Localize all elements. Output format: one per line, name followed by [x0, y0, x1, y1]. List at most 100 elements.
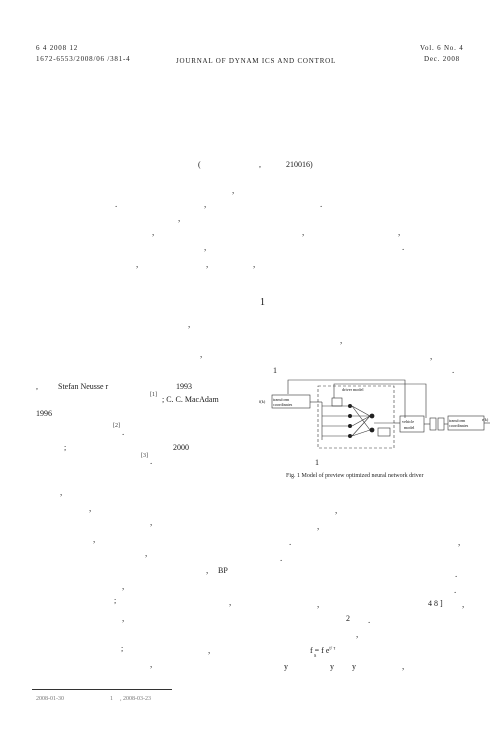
input-neuron	[348, 404, 352, 408]
journal-name: JOURNAL OF DYNAM ICS AND CONTROL	[176, 57, 337, 65]
author-neusser: Stefan Neusse r	[58, 382, 109, 391]
equation-number-2: 2	[346, 614, 350, 623]
figure-input-label: f(k)	[259, 399, 266, 404]
body-punct: ,	[206, 565, 209, 575]
body-punct: ,	[122, 581, 125, 591]
abstract-punct: ,	[302, 227, 305, 237]
hidden-neuron	[369, 413, 375, 419]
affiliation-postcode: 210016)	[286, 160, 313, 169]
abstract-punct: .	[402, 242, 405, 252]
keywords-punct: ,	[253, 259, 256, 269]
body-punct: ,	[200, 349, 203, 359]
citation-ref-2: [2]	[113, 423, 120, 429]
network-edge	[351, 415, 371, 437]
body-punct: ,	[317, 521, 320, 531]
input-box-text-line1: transform	[273, 397, 290, 402]
body-punct: ,	[317, 599, 320, 609]
body-punct: .	[455, 569, 458, 579]
keywords-punct: ,	[206, 259, 209, 269]
abstract-punct: ,	[178, 213, 181, 223]
formula-body: f = f e	[310, 646, 330, 655]
integrator-box	[429, 417, 437, 431]
network-edge	[351, 429, 371, 437]
abstract-punct: .	[320, 199, 323, 209]
body-punct: ,	[462, 599, 465, 609]
body-punct: ,	[229, 597, 232, 607]
body-punct: .	[368, 615, 371, 625]
input-transform-box	[271, 394, 311, 409]
formula-subscript: s	[314, 653, 317, 659]
figure-caption: Fig. 1 Model of preview optimized neural…	[286, 473, 424, 479]
body-punct: ,	[145, 548, 148, 558]
body-punct: ,	[150, 659, 153, 669]
variable-y-bar: y	[330, 662, 334, 671]
body-punct: ,	[60, 487, 63, 497]
body-punct: ,	[36, 382, 38, 391]
delay-box	[331, 397, 343, 407]
affiliation-comma: ,	[259, 160, 261, 169]
network-edge	[351, 415, 371, 427]
abstract-punct: ,	[204, 242, 207, 252]
vehicle-box-text-line1: vehicle	[402, 419, 414, 424]
body-semicolon: ;	[64, 443, 67, 452]
body-punct: .	[122, 427, 125, 437]
abstract-punct: ,	[398, 227, 401, 237]
header-volume-number: Vol. 6 No. 4	[420, 44, 464, 52]
year-1993: 1993	[176, 382, 192, 391]
bias-box	[377, 427, 391, 437]
body-punct: ,	[430, 351, 433, 361]
body-punct: ,	[340, 335, 343, 345]
body-punct: ,	[402, 661, 405, 671]
hidden-neuron	[369, 427, 375, 433]
header-issn: 1672-6553/2008/06 /381-4	[36, 55, 131, 63]
keywords-punct: ,	[136, 259, 139, 269]
driver-model-label: driver model	[342, 387, 364, 392]
body-punct: ;	[114, 596, 117, 605]
figure-output-label: r(k)	[482, 417, 489, 422]
body-punct: ,	[188, 319, 191, 329]
driver-model-frame	[317, 385, 395, 449]
network-edge	[351, 405, 371, 431]
feedback-line	[333, 383, 427, 418]
affiliation-open-paren: (	[198, 160, 201, 169]
feedback-line	[287, 379, 406, 418]
body-punct: .	[289, 537, 292, 547]
body-punct: ,	[150, 517, 153, 527]
body-punct: ,	[89, 503, 92, 513]
vehicle-box-text-line2: model	[404, 425, 415, 430]
body-punct: .	[454, 585, 457, 595]
variable-y: y	[352, 662, 356, 671]
body-punct: ;	[121, 644, 124, 653]
body-punct: .	[452, 365, 455, 375]
abbr-bp: BP	[218, 566, 228, 575]
abstract-punct: .	[115, 199, 118, 209]
footnote-mark: 1	[110, 696, 113, 702]
body-punct: ,	[93, 534, 96, 544]
reference-range: 4 8 ]	[428, 599, 443, 608]
output-box-text-line2: coordinates	[449, 423, 469, 428]
body-punct: ,	[458, 537, 461, 547]
preview-formula: f = f et/ τ	[310, 646, 335, 655]
abstract-punct: ,	[204, 199, 207, 209]
abstract-punct: ,	[152, 227, 155, 237]
year-1996: 1996	[36, 409, 52, 418]
body-punct: ,	[356, 629, 359, 639]
body-punct: .	[280, 553, 283, 563]
footnote-revised-date: , 2008-03-23	[120, 696, 151, 702]
header-date: Dec. 2008	[424, 55, 460, 63]
author-macadam: ; C. C. MacAdam	[162, 395, 219, 404]
integrator-box	[437, 417, 445, 431]
body-punct: .	[150, 456, 153, 466]
output-box-text-line1: transform	[449, 418, 466, 423]
network-edge	[351, 405, 371, 417]
input-neuron	[348, 414, 352, 418]
input-box-text-line2: coordinates	[273, 402, 293, 407]
footnote-rule	[32, 689, 172, 690]
driver-model-figure: f(k) transform coordinates driver model …	[259, 379, 490, 449]
variable-y: y	[284, 662, 288, 671]
figure-number: 1	[315, 458, 319, 467]
body-punct: ,	[122, 613, 125, 623]
body-punct: ,	[335, 505, 338, 515]
abstract-punct: ,	[232, 185, 235, 195]
footnote-received-date: 2008-01-30	[36, 696, 64, 702]
